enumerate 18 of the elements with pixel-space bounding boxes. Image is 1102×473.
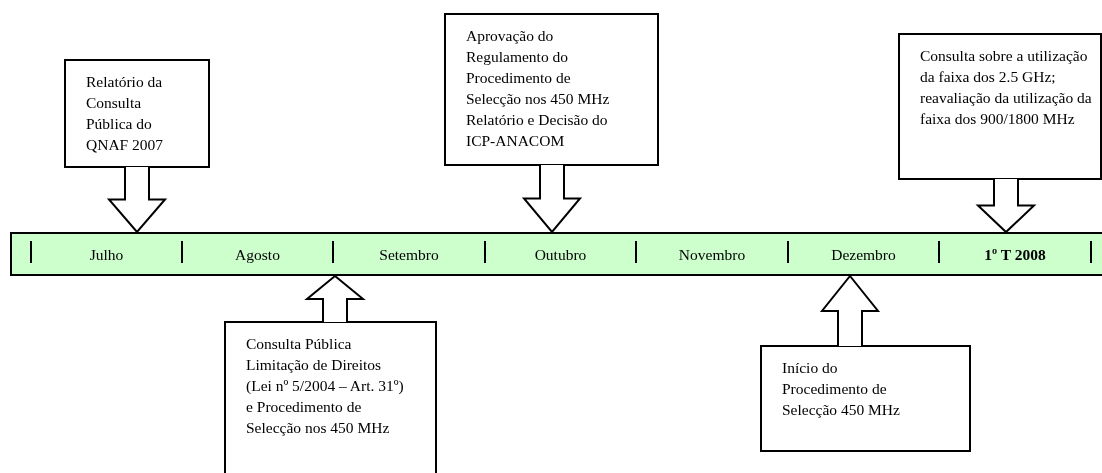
timeline-bar: [10, 232, 1102, 276]
callout-box: Aprovação do Regulamento do Procedimento de Selecção nos 450 MHz Relatório e Decisão do ICP-ANACOM: [444, 13, 659, 166]
month-label: Novembro: [678, 244, 746, 265]
month-label: Julho: [89, 244, 124, 265]
month-label: 1º T 2008: [984, 244, 1046, 265]
block-arrow: [304, 274, 366, 323]
block-arrow: [106, 166, 168, 234]
callout-box: Início do Procedimento de Selecção 450 MHz: [760, 345, 971, 452]
block-arrow: [521, 164, 583, 234]
block-arrow: [975, 178, 1037, 234]
block-arrow: [819, 274, 881, 347]
callout-box: Consulta Pública Limitação de Direitos (Lei nº 5/2004 – Art. 31º) e Procedimento de Selecção nos 450 MHz: [224, 321, 437, 473]
callout-box: Consulta sobre a utilização da faixa dos 2.5 GHz; reavaliação da utilização da faixa dos 900/1800 MHz: [898, 33, 1102, 180]
month-label: Outubro: [534, 244, 587, 265]
month-label: Setembro: [379, 244, 439, 265]
month-label: Agosto: [235, 244, 280, 265]
month-label: Dezembro: [831, 244, 896, 265]
callout-box: Relatório da Consulta Pública do QNAF 2007: [64, 59, 210, 168]
